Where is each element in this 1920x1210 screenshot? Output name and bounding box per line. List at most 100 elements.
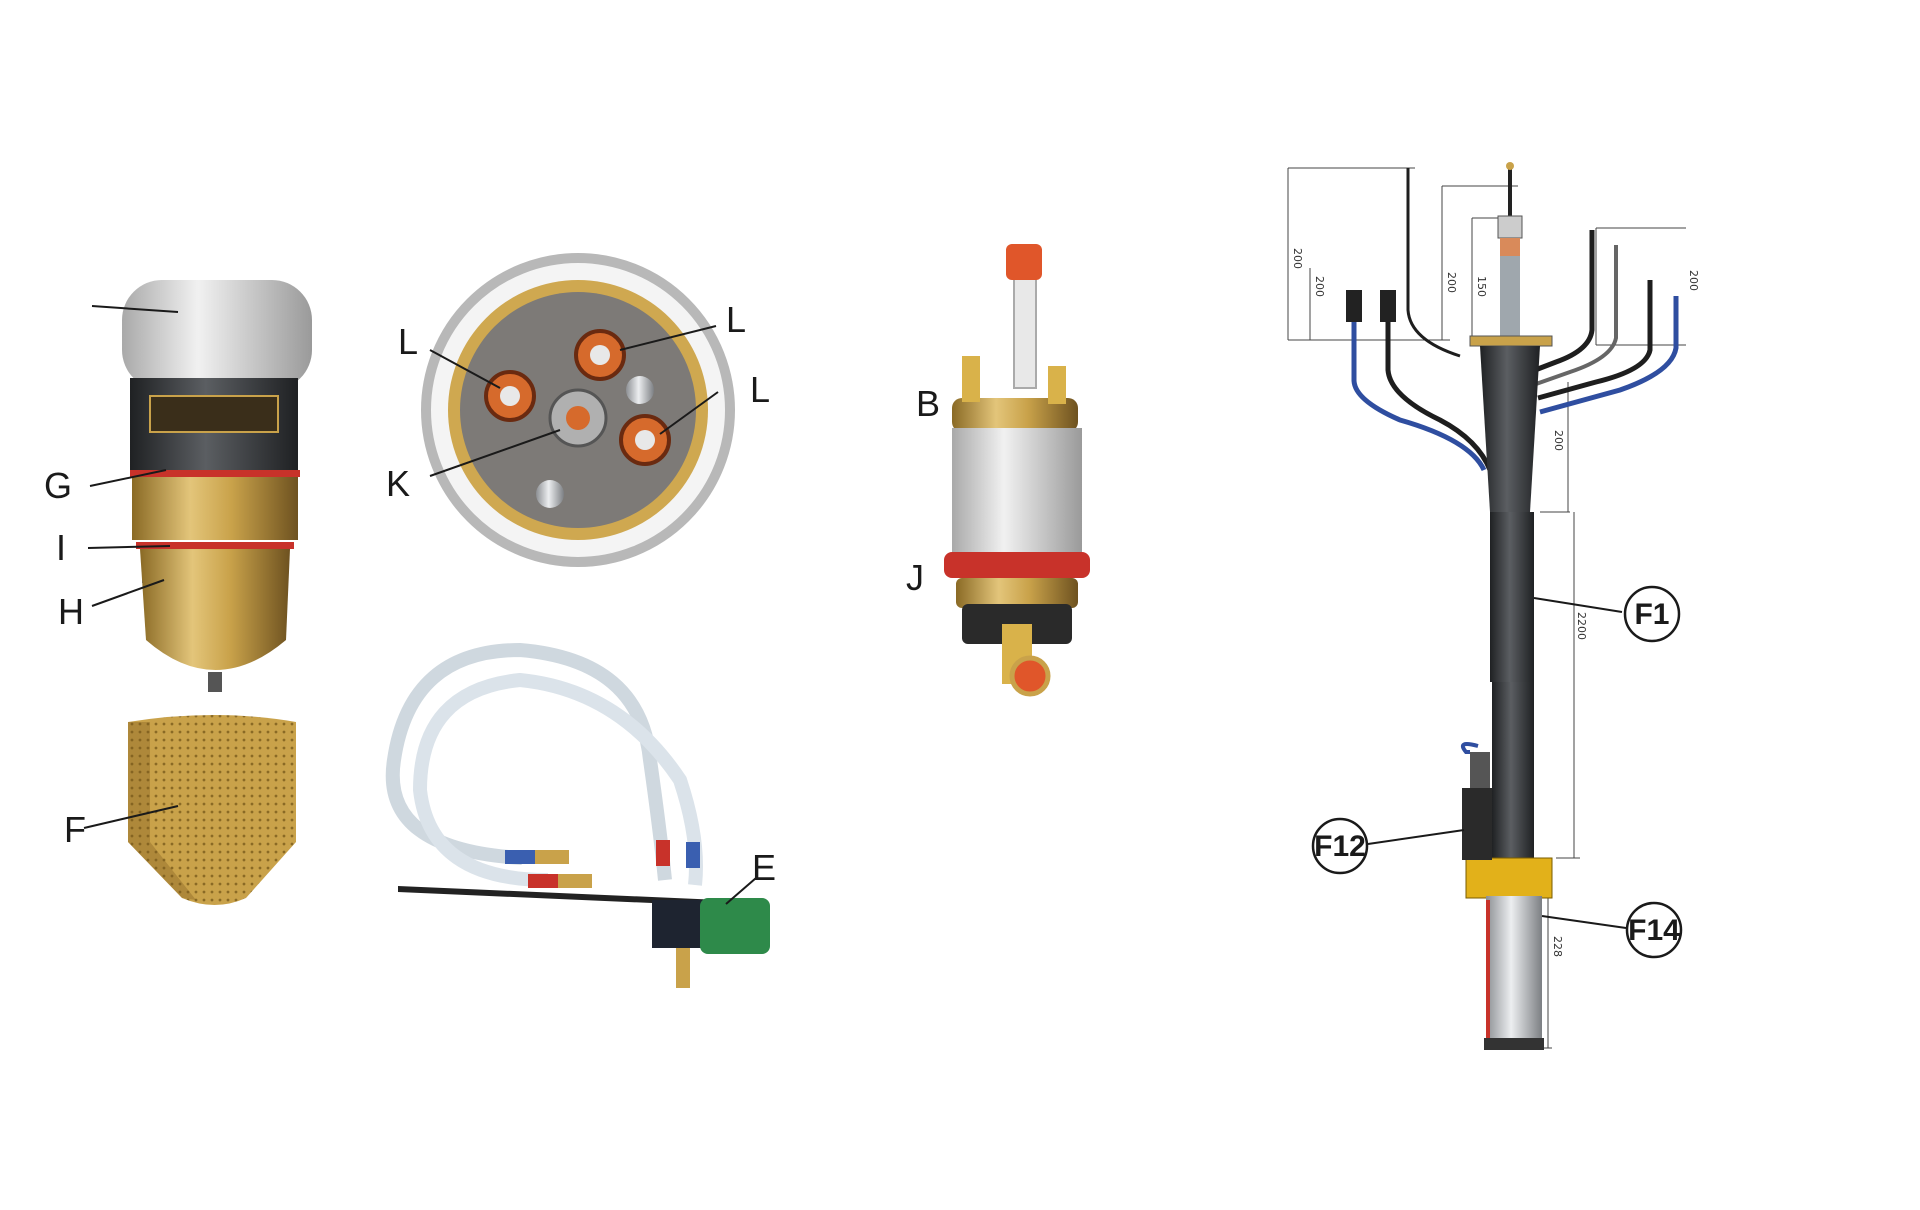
- fitting-blue-2: [686, 842, 700, 868]
- hose-valve-photo: [385, 642, 770, 988]
- plug-prong-1: [962, 356, 980, 402]
- port-l-left-bore: [500, 386, 520, 406]
- dim-text-2: 200: [1313, 276, 1326, 297]
- cable-white-right: [1535, 245, 1618, 386]
- connector-front-photo: [421, 253, 735, 567]
- leader-L1: [429, 349, 501, 389]
- fitting-red-2: [656, 840, 670, 866]
- label-H: H: [58, 591, 84, 632]
- lance-tube-lower: [1492, 682, 1534, 858]
- torch-logo-plate: [149, 395, 279, 433]
- plug-tube-tip: [1006, 244, 1042, 280]
- lance-top-tip: [1506, 162, 1514, 170]
- plug-photo: [944, 244, 1090, 697]
- plug-lower-ring: [956, 578, 1078, 608]
- pin-silver-1: [626, 376, 654, 404]
- lance-top-rod: [1508, 168, 1512, 218]
- mounting-bracket: [398, 886, 720, 906]
- fitting-red-1: [528, 874, 558, 888]
- lance-silver-tube: [1486, 896, 1542, 1048]
- torch-thread: [132, 470, 298, 540]
- torch-tip: [208, 672, 222, 692]
- torch-head-photo: [122, 280, 312, 692]
- callout-F14: F14: [1628, 914, 1680, 947]
- label-F: F: [64, 809, 86, 850]
- leader-L2: [619, 325, 717, 351]
- torch-seal-red-1: [130, 470, 300, 477]
- cable-black-left: [1385, 320, 1493, 471]
- label-J: J: [906, 557, 924, 598]
- plug-top-ring: [952, 398, 1078, 432]
- dimension-lines: [1287, 167, 1686, 1049]
- cable-black-up: [1406, 168, 1461, 358]
- lance-bottom-cap: [1484, 1038, 1544, 1050]
- callout-F1: F1: [1634, 598, 1669, 631]
- leader-cap: [91, 305, 179, 313]
- leader-H: [91, 579, 165, 607]
- side-unit-hose: [1461, 742, 1479, 754]
- mesh-cone-photo: [128, 715, 296, 905]
- callout-circle-F1: [1623, 585, 1681, 643]
- plug-seal-red: [944, 552, 1090, 578]
- torch-seal-red-2: [136, 542, 294, 549]
- valve-stem: [676, 948, 690, 988]
- lance-drawing: 200 200 200 150 200 200 2200 228: [1287, 162, 1700, 1050]
- cable-bundle: [1346, 168, 1679, 472]
- label-L2: L: [726, 299, 746, 340]
- lance-head-taper: [1480, 346, 1540, 512]
- connector-plug-right: [1380, 290, 1396, 322]
- lance-yellow-sleeve: [1465, 857, 1553, 899]
- dim-text-3: 200: [1445, 272, 1458, 293]
- plug-pin-2: [1009, 655, 1051, 697]
- label-L3: L: [750, 369, 770, 410]
- mesh-cone-shade: [128, 722, 196, 900]
- leader-E: [725, 877, 757, 905]
- lance-red-line: [1486, 900, 1490, 1040]
- torch-nozzle: [140, 549, 290, 670]
- callout-circle-F14: [1625, 901, 1683, 959]
- port-k-bore: [566, 406, 590, 430]
- hose-1: [385, 642, 672, 881]
- valve-coil: [700, 898, 770, 954]
- dim-text-4: 150: [1475, 276, 1488, 297]
- lance-top-hose: [1500, 256, 1520, 336]
- label-B: B: [916, 383, 940, 424]
- torch-cap: [122, 280, 312, 390]
- hose-2: [412, 672, 703, 887]
- leader-G: [89, 469, 167, 487]
- lance-top-cap: [1497, 215, 1523, 239]
- side-unit-cap: [1470, 752, 1490, 788]
- connector-plug-left: [1346, 290, 1362, 322]
- label-I: I: [56, 527, 66, 568]
- leader-I: [87, 545, 171, 549]
- cable-black-right-1: [1529, 230, 1595, 375]
- port-l-top-bore: [590, 345, 610, 365]
- cable-black-right-2: [1537, 280, 1653, 401]
- leader-L3: [659, 391, 719, 435]
- label-K: K: [386, 463, 410, 504]
- plug-body: [952, 428, 1082, 552]
- callout-circle-F12: [1311, 817, 1369, 875]
- lance-head-flange: [1469, 335, 1553, 347]
- port-l-right-bore: [635, 430, 655, 450]
- fitting-brass-2: [558, 874, 592, 888]
- leader-F1: [1533, 597, 1623, 613]
- callout-F12: F12: [1314, 830, 1366, 863]
- label-L1: L: [398, 321, 418, 362]
- leader-F12: [1367, 829, 1465, 845]
- leader-K: [429, 429, 561, 477]
- lance-tube-upper: [1490, 512, 1534, 682]
- fitting-brass-1: [535, 850, 569, 864]
- lance-top-coupling: [1500, 238, 1520, 256]
- cable-blue-right: [1539, 296, 1679, 415]
- plug-prong-2: [1048, 366, 1066, 404]
- cable-blue-left: [1351, 320, 1487, 472]
- label-E: E: [752, 847, 776, 888]
- label-G: G: [44, 465, 72, 506]
- fitting-blue-1: [505, 850, 535, 864]
- dim-text-7: 2200: [1575, 612, 1588, 640]
- leader-F14: [1541, 915, 1627, 929]
- pin-silver-2: [536, 480, 564, 508]
- dim-text-5: 200: [1687, 270, 1700, 291]
